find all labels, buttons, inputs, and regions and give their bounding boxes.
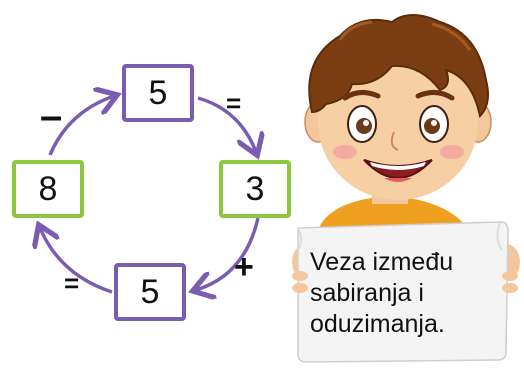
sign-caption: Veza između sabiranja i oduzimanja. xyxy=(310,247,510,340)
arrow-left-to-top xyxy=(48,96,114,156)
boy-illustration xyxy=(292,14,520,363)
bottom-number: 5 xyxy=(140,272,160,311)
bottom-number-box: 5 xyxy=(114,263,186,321)
left-number-box: 8 xyxy=(12,160,84,218)
plus-sign: + xyxy=(234,248,254,286)
arrow-bottom-to-left xyxy=(40,228,113,294)
left-number: 8 xyxy=(38,169,58,208)
caption-line-3: oduzimanja. xyxy=(310,310,445,338)
paper-sign xyxy=(297,221,509,363)
cycle-arrows xyxy=(0,0,300,371)
arrow-top-to-right xyxy=(197,96,256,152)
equals-sign-right: = xyxy=(226,88,242,118)
arrow-right-to-bottom xyxy=(196,217,260,290)
right-number: 3 xyxy=(245,169,265,208)
minus-sign: – xyxy=(40,94,63,138)
top-number-box: 5 xyxy=(122,64,194,122)
caption-line-1: Veza između xyxy=(310,248,454,276)
equals-sign-left: = xyxy=(64,268,80,298)
top-number: 5 xyxy=(148,73,168,112)
right-number-box: 3 xyxy=(219,160,291,218)
caption-line-2: sabiranja i xyxy=(310,279,424,307)
